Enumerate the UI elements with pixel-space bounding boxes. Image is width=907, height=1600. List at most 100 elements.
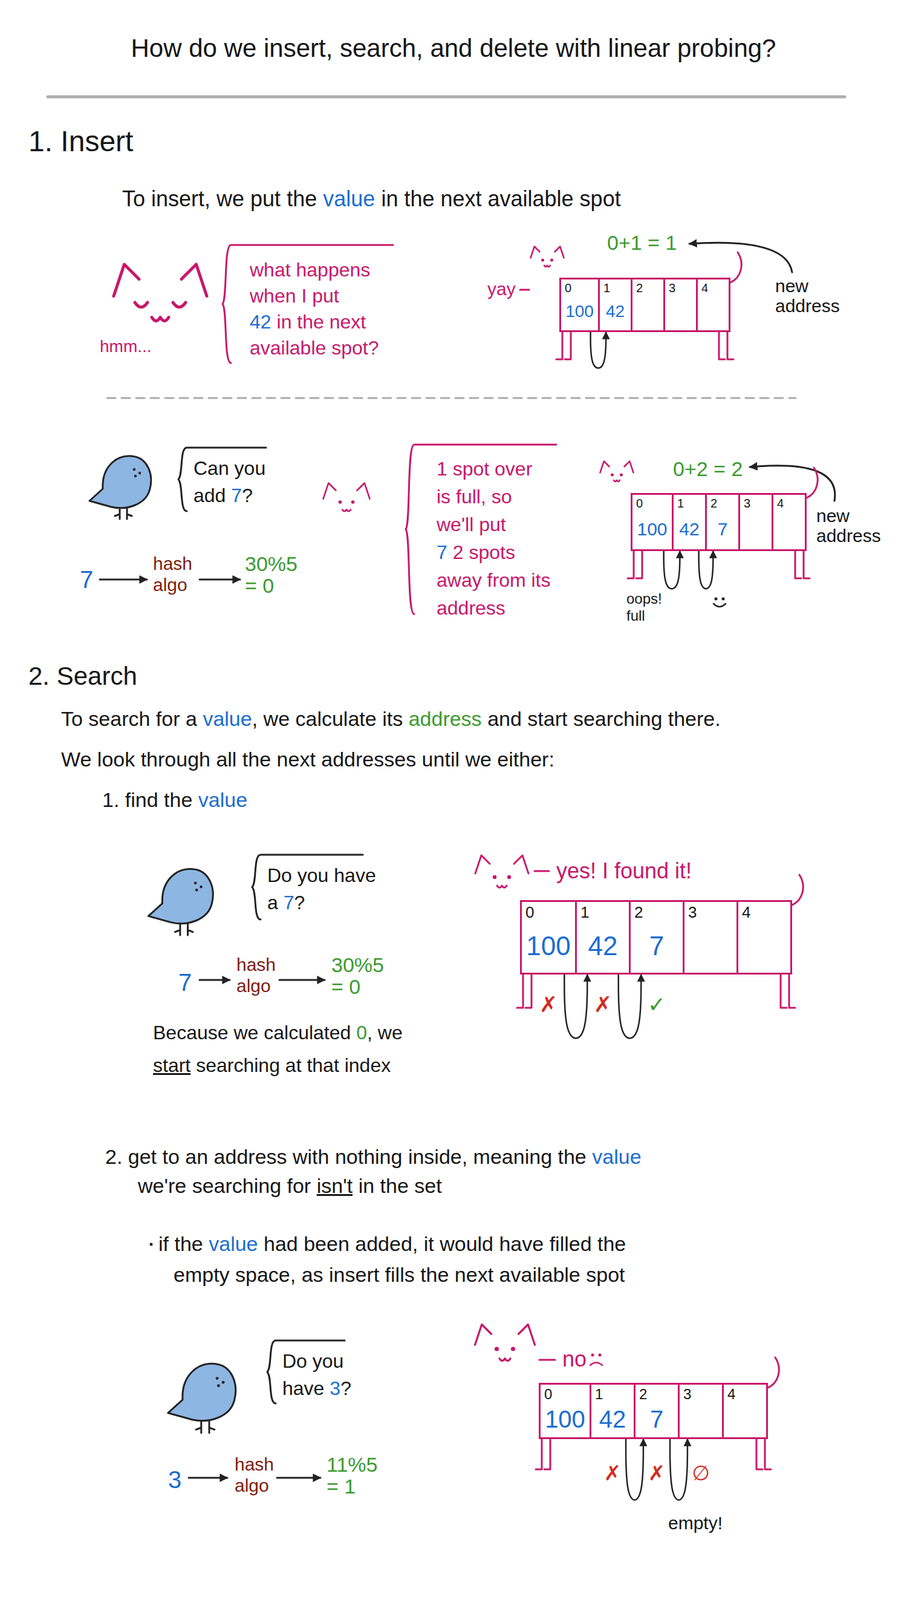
table-cell: 142	[671, 492, 707, 551]
cell-index: 0	[564, 281, 572, 295]
cat-leg	[764, 1438, 771, 1469]
bird	[148, 868, 213, 935]
cat-leg	[780, 974, 787, 1008]
list-item-part: isn't	[316, 1173, 353, 1197]
speech-text-part: Can you add	[193, 457, 266, 507]
cat-face	[600, 461, 634, 482]
table-cell: 0100	[630, 492, 674, 551]
cat-ear	[113, 264, 140, 297]
speech-text: Can you add7?	[193, 454, 285, 510]
list-item-part: in the set	[358, 1173, 443, 1197]
cat-eye	[492, 874, 497, 879]
list-item-part: we're searching for	[137, 1173, 311, 1197]
flow-arrow	[276, 1476, 321, 1479]
probe-arrow	[698, 550, 714, 589]
section-heading: 2. Search	[28, 660, 138, 692]
cat-ear	[475, 854, 490, 874]
cat-mouth	[613, 480, 620, 482]
title-row: How do we insert, search, and delete wit…	[0, 33, 907, 63]
cat-face	[323, 483, 371, 512]
cat-leg	[525, 974, 532, 1008]
flow-arrow	[199, 978, 230, 981]
body-text: Because we calculated0, we	[152, 1020, 403, 1044]
smiley-eye	[714, 597, 718, 601]
cat-eye	[610, 473, 614, 477]
body-text: startsearching at that index	[152, 1053, 391, 1077]
table-cell: 142	[598, 277, 633, 332]
cat-mouth	[497, 885, 507, 888]
body-text-part: , we	[367, 1021, 403, 1044]
address-math-part: 0+2 = 2	[672, 457, 743, 481]
body-text-part: , we calculate its	[252, 706, 403, 730]
table-cell: 27	[633, 1382, 680, 1439]
cat-cheer-part: yay	[487, 278, 516, 299]
bird-body	[148, 868, 213, 924]
hash-math: 11%5 = 1	[326, 1453, 387, 1497]
cell-value: 42	[599, 1405, 627, 1432]
address-math-part: 0+1 = 1	[607, 230, 677, 254]
address-math: 0+2 = 2	[672, 456, 743, 482]
bird	[89, 455, 152, 519]
list-item-part: 1. find the	[102, 787, 193, 811]
cell-value: 42	[588, 931, 618, 961]
cat-leg	[627, 550, 634, 579]
hash-math-part: 30%5 = 0	[331, 952, 384, 998]
bird-body	[89, 455, 152, 508]
hash-math: 30%5 = 0	[244, 553, 306, 597]
probe-note: oops! full	[626, 590, 663, 624]
speech-text: 72 spots away from its address	[436, 538, 558, 622]
cell-index: 3	[668, 281, 676, 295]
table-cell: 4	[721, 1382, 768, 1439]
speech-dash	[539, 1358, 556, 1361]
bird-legs	[195, 1420, 215, 1433]
hash-math-part: 30%5 = 0	[244, 552, 298, 597]
body-text-part: We look through all the next addresses u…	[61, 747, 555, 771]
cat-leg	[718, 331, 725, 360]
speech-text-part: ?	[340, 1376, 352, 1399]
frown-mouth	[590, 1362, 603, 1366]
speech-dash	[534, 870, 550, 872]
value-text: 7	[178, 967, 192, 997]
bird-eye	[133, 468, 136, 471]
cat-ear	[600, 461, 610, 473]
cat-ear	[181, 264, 207, 297]
speech-text: 1 spot over is full, so we'll put	[436, 454, 549, 539]
cat-face	[475, 854, 529, 888]
cat-face	[530, 246, 565, 267]
cell-index: 4	[741, 903, 751, 921]
cat-tail	[730, 252, 742, 283]
bullet-text-part: empty space, as insert fills the next av…	[173, 1262, 626, 1286]
list-item: 1. find thevalue	[102, 787, 248, 813]
table-cell: 3	[682, 899, 739, 975]
cat-eye	[550, 258, 554, 262]
cell-index: 4	[701, 281, 709, 295]
body-text-part: Because we calculated	[152, 1021, 351, 1044]
title-rule	[47, 95, 845, 99]
value-text-part: 3	[168, 1465, 182, 1493]
address-note: new address	[775, 275, 854, 316]
probe-mark-part: ✓	[647, 991, 666, 1017]
body-text-part: value	[322, 186, 375, 212]
address-note-part: new address	[816, 505, 881, 546]
speech-dash	[520, 289, 530, 291]
value-text: 7	[79, 564, 94, 594]
table-cell: 3	[677, 1382, 724, 1439]
cell-index: 1	[594, 1385, 603, 1402]
table-cell: 27	[628, 899, 685, 975]
speech-brace	[222, 244, 394, 363]
body-text-part: searching at that index	[195, 1053, 391, 1076]
bullet-text-part: value	[208, 1231, 258, 1255]
cell-value: 7	[649, 931, 664, 961]
cell-index: 3	[743, 496, 751, 510]
flow-arrow	[279, 978, 325, 981]
hash-math-part: 11%5 = 1	[326, 1452, 378, 1498]
cat-eye	[134, 302, 148, 308]
list-item-part: value	[198, 787, 248, 811]
cat-speech-part: yes! I found it!	[556, 858, 692, 883]
probe-mark: ✗	[539, 991, 558, 1018]
cat-tail	[806, 467, 818, 498]
bullet-text: empty space, as insert fills the next av…	[173, 1261, 626, 1287]
speech-text: 42in the next available spot?	[249, 308, 401, 361]
probe-note-part: oops! full	[626, 590, 663, 624]
cat-ear	[475, 1324, 492, 1345]
